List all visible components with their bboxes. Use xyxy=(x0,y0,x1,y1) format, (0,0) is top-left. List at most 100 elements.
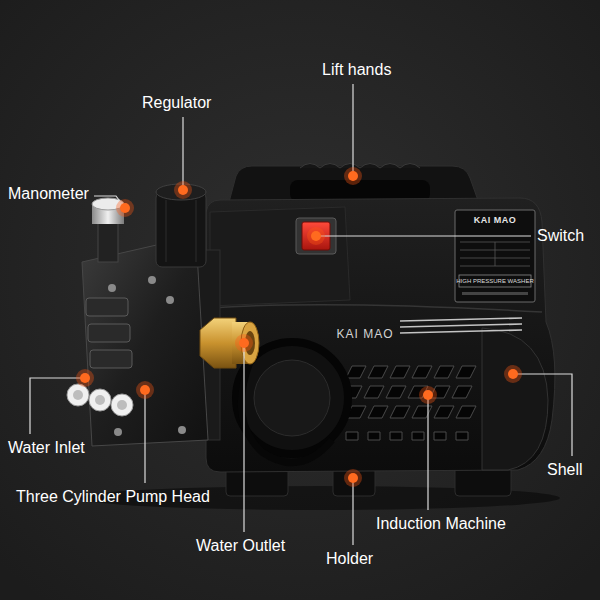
brand-text: KAI MAO xyxy=(336,327,393,341)
part-label-holder: Water Outlet xyxy=(196,536,285,555)
motor-hub xyxy=(254,360,330,436)
manometer-stem xyxy=(98,218,118,262)
inlet-hole xyxy=(73,390,83,400)
part-label-holder: Switch xyxy=(537,226,584,245)
part-label-holder: Lift hands xyxy=(322,60,391,79)
stripe xyxy=(400,330,522,333)
part-label: Holder xyxy=(326,549,373,568)
dot xyxy=(140,385,150,395)
dot xyxy=(120,203,130,213)
table-rule xyxy=(495,242,496,266)
dot xyxy=(311,231,321,241)
outlet-nut xyxy=(200,318,236,368)
inlet-hole xyxy=(117,400,127,410)
callout-dot xyxy=(136,381,154,399)
callout-dot xyxy=(344,469,362,487)
rating-sticker xyxy=(455,210,535,302)
dot xyxy=(80,373,90,383)
dot-glow xyxy=(136,381,154,399)
vent-row xyxy=(346,406,476,418)
front-panel xyxy=(210,207,350,306)
brand-text-holder: KAI MAO xyxy=(474,215,517,226)
part-label-holder: Regulator xyxy=(142,93,211,112)
sticker-bar xyxy=(462,292,528,295)
part-label: Shell xyxy=(547,460,583,479)
bolt xyxy=(148,276,156,284)
brand-text: KAI MAO xyxy=(474,215,517,226)
vent-row xyxy=(342,386,472,398)
leader-line xyxy=(243,343,244,532)
regulator-ridge xyxy=(166,200,167,262)
part-label: Water Inlet xyxy=(8,438,85,457)
bolt xyxy=(166,296,174,304)
regulator-ridge xyxy=(196,200,197,262)
bolt xyxy=(178,426,186,434)
part-label-holder: Induction Machine xyxy=(376,514,506,533)
leader-line xyxy=(352,84,353,176)
shell-side xyxy=(482,328,548,470)
callout-dot xyxy=(344,167,362,185)
part-label: Manometer xyxy=(8,184,89,203)
leader-line xyxy=(427,395,428,510)
part-label-holder: Water Inlet xyxy=(8,438,85,457)
valve-cap xyxy=(90,350,132,368)
regulator-body xyxy=(156,192,206,267)
main-housing xyxy=(206,198,555,472)
part-label: Regulator xyxy=(142,93,211,112)
bolt xyxy=(108,284,116,292)
part-label: Induction Machine xyxy=(376,514,506,533)
leader-line xyxy=(352,478,353,545)
dot-glow xyxy=(344,469,362,487)
panel-edge xyxy=(210,305,542,312)
vent-row xyxy=(346,366,476,378)
inlet-cap xyxy=(111,394,133,416)
leader-line xyxy=(30,378,85,434)
dot-glow xyxy=(307,227,325,245)
dot-glow xyxy=(76,369,94,387)
leader-lines xyxy=(30,84,572,545)
dot xyxy=(423,390,433,400)
leader-line xyxy=(316,235,531,236)
part-label: Water Outlet xyxy=(196,536,285,555)
part-label: Lift hands xyxy=(322,60,391,79)
part-label-holder: Holder xyxy=(326,549,373,568)
hose xyxy=(241,362,332,463)
valve-cap xyxy=(86,298,128,316)
leader-line xyxy=(513,374,572,456)
callout-dot xyxy=(116,199,134,217)
part-label: Switch xyxy=(537,226,584,245)
pump-head xyxy=(67,184,259,446)
callout-dot xyxy=(235,334,253,352)
bolt xyxy=(114,428,122,436)
callout-dot xyxy=(76,369,94,387)
stripe xyxy=(400,324,522,327)
inlet-hole xyxy=(95,395,105,405)
brand-stripes xyxy=(400,318,522,333)
callout-dots xyxy=(76,167,522,487)
vent-row xyxy=(346,432,468,440)
product-text-holder: HIGH PRESSURE WASHER xyxy=(456,277,533,285)
callout-dot xyxy=(504,365,522,383)
valve-cap xyxy=(88,324,130,342)
dot-glow xyxy=(504,365,522,383)
dot xyxy=(178,185,188,195)
inlet-cap xyxy=(67,384,89,406)
part-label: Three Cylinder Pump Head xyxy=(16,487,210,506)
dot xyxy=(239,338,249,348)
callout-dot xyxy=(307,227,325,245)
inlet-cap xyxy=(89,389,111,411)
dot-glow xyxy=(344,167,362,185)
dot-glow xyxy=(235,334,253,352)
sticker-plate xyxy=(455,210,535,302)
brand-text-holder: KAI MAO xyxy=(336,327,393,341)
dot xyxy=(348,473,358,483)
callout-dot xyxy=(419,386,437,404)
dot-glow xyxy=(174,181,192,199)
dot xyxy=(348,171,358,181)
part-label-holder: Manometer xyxy=(8,184,89,203)
sticker-table xyxy=(460,242,530,266)
dot-glow xyxy=(116,199,134,217)
